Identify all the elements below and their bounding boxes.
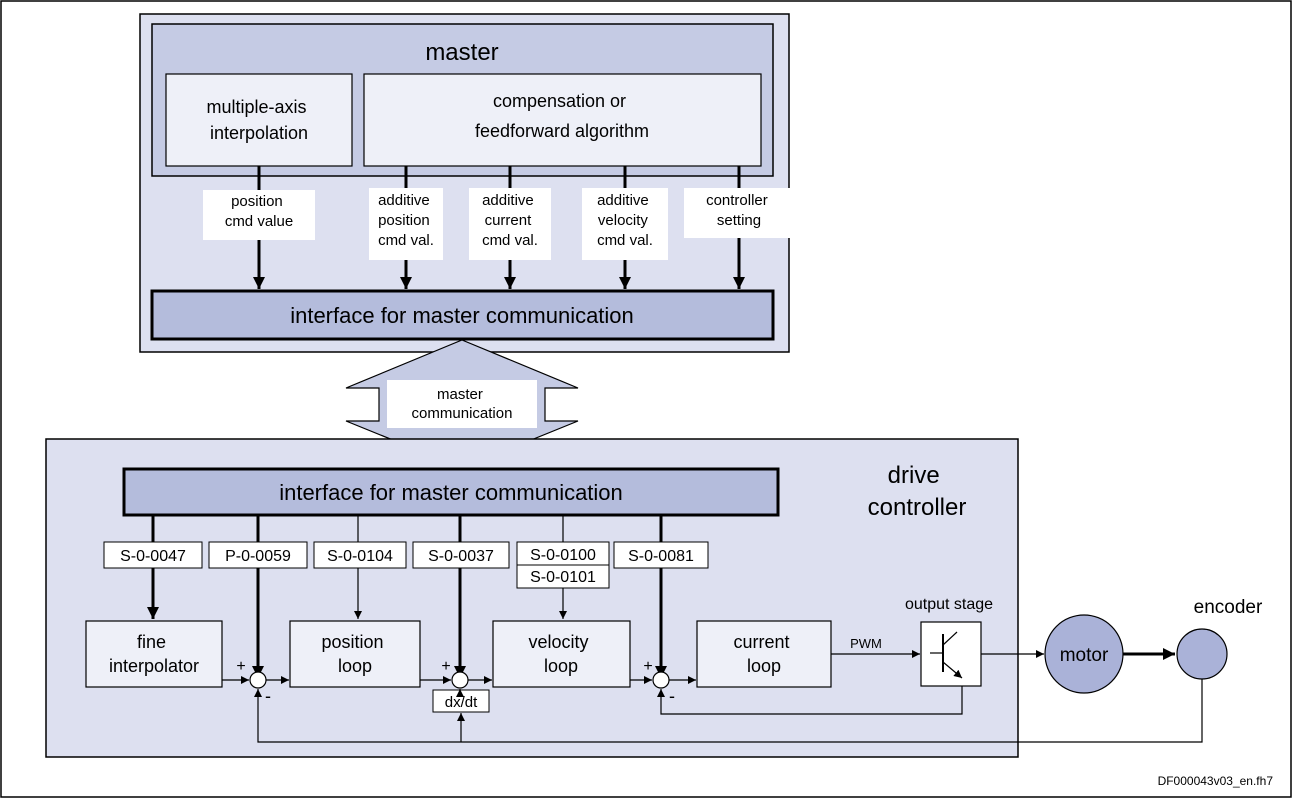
param-tag: S-0-0047 (103, 541, 203, 569)
encoder-circle (1176, 628, 1228, 680)
position-loop-block: position loop (289, 620, 421, 688)
svg-text:controller setting: controller setting (706, 192, 772, 229)
velocity-loop-block: velocity loop (492, 620, 631, 688)
svg-text:dx/dt: dx/dt (445, 694, 478, 711)
compensation-block (363, 73, 762, 167)
svg-text:position loop: position loop (321, 632, 388, 676)
drive-interface-bar (122, 467, 780, 517)
svg-text:S-0-0081: S-0-0081 (628, 548, 694, 565)
encoder-label: encoder (1194, 597, 1263, 618)
param-tag: S-0-0081 (613, 541, 709, 569)
param-tag: S-0-0100 S-0-0101 (516, 541, 610, 589)
figure-reference: DF000043v03_en.fh7 (1158, 774, 1274, 788)
svg-text:position cmd value: position cmd value (225, 193, 293, 230)
signal-label-additive-position: additive position cmd val. (369, 188, 443, 260)
svg-text:S-0-0037: S-0-0037 (428, 548, 494, 565)
param-tag: P-0-0059 (208, 541, 308, 569)
summing-junction (249, 671, 267, 689)
current-feedback-line (657, 686, 963, 715)
svg-text:S-0-0100: S-0-0100 (530, 547, 596, 564)
plus-sign: + (441, 658, 450, 675)
interpolation-label: multiple-axis interpolation (206, 97, 311, 143)
signal-label-additive-velocity: additive velocity cmd val. (582, 188, 668, 260)
svg-text:fine interpolator: fine interpolator (109, 632, 199, 676)
position-feedback-line (254, 674, 1203, 743)
output-stage-label: output stage (905, 596, 993, 613)
compensation-line: compensation or (493, 91, 626, 111)
param-tag: S-0-0037 (412, 541, 510, 569)
svg-text:P-0-0059: P-0-0059 (225, 548, 291, 565)
drive-title: drive controller (868, 462, 967, 521)
svg-text:additive velocity: additive velocity cmd val. (597, 192, 653, 249)
interpolation-line: interpolation (210, 123, 308, 143)
compensation-line: feedforward algorithm (475, 121, 649, 141)
interpolation-block (165, 73, 353, 167)
pwm-label: PWM (850, 636, 882, 651)
communication-label: master communication (412, 386, 513, 422)
dxdt-block: dx/dt (432, 689, 490, 713)
summing-junction (652, 671, 670, 689)
master-panel: master multiple-axis interpolation compe… (139, 13, 794, 353)
drive-interface-label: interface for master communication (279, 480, 623, 505)
compensation-label: compensation or feedforward algorithm (475, 91, 649, 141)
communication-double-arrow: master communication (345, 339, 579, 469)
svg-text:S-0-0101: S-0-0101 (530, 569, 596, 586)
drive-controller-panel: drive controller interface for master co… (45, 438, 1019, 758)
svg-text:velocity loop: velocity loop (528, 632, 593, 676)
transistor-icon (920, 621, 982, 687)
svg-text:current loop: current loop (733, 632, 794, 676)
interpolation-line: multiple-axis (206, 97, 306, 117)
svg-text:S-0-0104: S-0-0104 (327, 548, 393, 565)
svg-text:additive position: additive position cmd val. (378, 192, 434, 249)
svg-text:additive current: additive current cmd val. (482, 192, 538, 249)
master-interface-label: interface for master communication (290, 303, 634, 328)
plus-sign: + (643, 658, 652, 675)
motor-label: motor (1060, 645, 1109, 666)
current-loop-block: current loop (696, 620, 832, 688)
master-interface-bar (150, 289, 775, 341)
master-title: master (425, 39, 498, 66)
signal-label-position: position cmd value (203, 190, 315, 240)
summing-junction (451, 671, 469, 689)
param-tag: S-0-0104 (313, 541, 407, 569)
minus-sign: - (265, 686, 271, 706)
plus-sign: + (236, 658, 245, 675)
signal-label-additive-current: additive current cmd val. (469, 188, 551, 260)
svg-text:S-0-0047: S-0-0047 (120, 548, 186, 565)
signal-label-controller-setting: controller setting (684, 188, 794, 238)
minus-sign: - (669, 686, 675, 706)
fine-interpolator-block: fine interpolator (85, 620, 223, 688)
